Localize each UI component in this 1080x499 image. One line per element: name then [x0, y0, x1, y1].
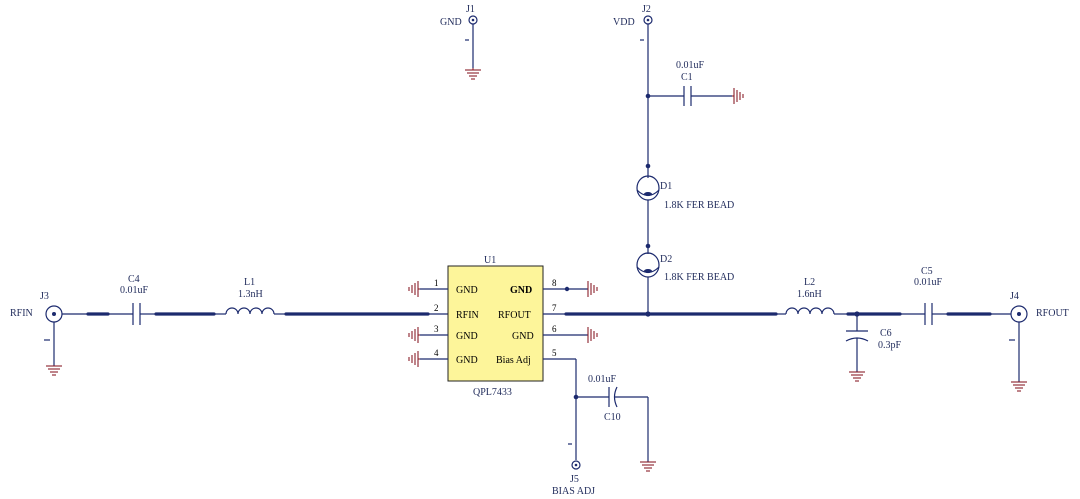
d2-value: 1.8K FER BEAD — [664, 272, 734, 283]
c5-ref: C5 — [921, 266, 933, 277]
j4-ground-symbol — [1011, 381, 1027, 392]
svg-text:GND: GND — [510, 285, 532, 296]
ic-pin-7: 7 RFOUT — [498, 303, 557, 321]
connector-j4[interactable]: J4 RFOUT — [1009, 291, 1069, 382]
u1-part-number: QPL7433 — [473, 387, 512, 398]
ic-pin-4: 4 GND — [420, 348, 478, 366]
rfout-junction — [645, 311, 651, 317]
c1-ref: C1 — [681, 72, 693, 83]
d2-ref: D2 — [660, 254, 672, 265]
pin1-ground-symbol — [408, 281, 420, 297]
pin6-ground-symbol — [587, 327, 598, 343]
inductor-l1[interactable]: L1 1.3nH — [225, 277, 275, 315]
ferrite-bead-d2[interactable]: D2 1.8K FER BEAD — [636, 243, 734, 283]
ic-pin-8: 8 GND — [510, 278, 588, 296]
c10-ref: C10 — [604, 412, 621, 423]
capacitor-c10[interactable]: 0.01uF C10 — [576, 374, 649, 462]
svg-text:6: 6 — [552, 324, 557, 334]
svg-text:GND: GND — [456, 331, 478, 342]
c10-ground-symbol — [640, 461, 656, 472]
svg-text:GND: GND — [456, 355, 478, 366]
c5-value: 0.01uF — [914, 277, 943, 288]
connector-j5[interactable]: J5 BIAS ADJ — [552, 443, 595, 497]
c6-ground-symbol — [849, 371, 865, 382]
svg-text:5: 5 — [552, 348, 557, 358]
j5-ref: J5 — [570, 474, 579, 485]
c4-ref: C4 — [128, 274, 140, 285]
svg-text:GND: GND — [456, 285, 478, 296]
svg-text:Bias Adj: Bias Adj — [496, 355, 531, 366]
capacitor-c1[interactable]: 0.01uF C1 — [648, 60, 732, 106]
c1-value: 0.01uF — [676, 60, 705, 71]
ic-pin-2: 2 RFIN — [434, 303, 479, 321]
capacitor-c4[interactable]: C4 0.01uF — [120, 274, 149, 325]
c6-ref: C6 — [880, 328, 892, 339]
l2-value: 1.6nH — [797, 289, 822, 300]
c1-ground-symbol — [732, 88, 744, 104]
d1-value: 1.8K FER BEAD — [664, 200, 734, 211]
pin3-ground-symbol — [408, 327, 420, 343]
ic-u1[interactable]: U1 QPL7433 1 GND 2 RFIN 3 GND 4 GND 8 G — [420, 255, 588, 398]
capacitor-c6[interactable]: C6 0.3pF — [845, 314, 902, 372]
svg-text:4: 4 — [434, 348, 439, 358]
svg-text:7: 7 — [552, 303, 557, 313]
c4-value: 0.01uF — [120, 285, 149, 296]
capacitor-c5[interactable]: C5 0.01uF — [914, 266, 943, 325]
connector-j1[interactable]: J1 GND — [440, 4, 478, 68]
l1-value: 1.3nH — [238, 289, 263, 300]
j2-net-label: VDD — [613, 17, 635, 28]
j5-net-label: BIAS ADJ — [552, 486, 595, 497]
connector-j2[interactable]: J2 VDD — [613, 4, 653, 41]
d1-ref: D1 — [660, 181, 672, 192]
svg-text:8: 8 — [552, 278, 557, 288]
pin8-ground-symbol — [587, 281, 598, 297]
j3-net-label: RFIN — [10, 308, 33, 319]
j3-ground-symbol — [46, 365, 62, 376]
j4-net-label: RFOUT — [1036, 308, 1069, 319]
j1-ground-symbol — [465, 68, 481, 80]
ic-pin-1: 1 GND — [420, 278, 478, 296]
l1-ref: L1 — [244, 277, 255, 288]
ic-pin-3: 3 GND — [420, 324, 478, 342]
j4-ref: J4 — [1010, 291, 1019, 302]
j2-ref: J2 — [642, 4, 651, 15]
svg-text:GND: GND — [512, 331, 534, 342]
c6-value: 0.3pF — [878, 340, 902, 351]
svg-text:3: 3 — [434, 324, 439, 334]
l2-ref: L2 — [804, 277, 815, 288]
pin4-ground-symbol — [408, 351, 420, 367]
u1-ref: U1 — [484, 255, 496, 266]
ic-pin-6: 6 GND — [512, 324, 588, 342]
ferrite-bead-d1[interactable]: D1 1.8K FER BEAD — [636, 163, 734, 211]
j3-ref: J3 — [40, 291, 49, 302]
ic-body — [447, 265, 544, 382]
ic-pin-5: 5 Bias Adj — [496, 348, 576, 366]
inductor-l2[interactable]: L2 1.6nH — [785, 277, 835, 315]
svg-text:RFIN: RFIN — [456, 310, 479, 321]
svg-text:RFOUT: RFOUT — [498, 310, 531, 321]
j1-ref: J1 — [466, 4, 475, 15]
c10-value: 0.01uF — [588, 374, 617, 385]
connector-j3[interactable]: J3 RFIN — [10, 291, 63, 366]
svg-text:2: 2 — [434, 303, 439, 313]
j1-net-label: GND — [440, 17, 462, 28]
j5-coax-symbol — [571, 460, 581, 470]
svg-text:1: 1 — [434, 278, 439, 288]
